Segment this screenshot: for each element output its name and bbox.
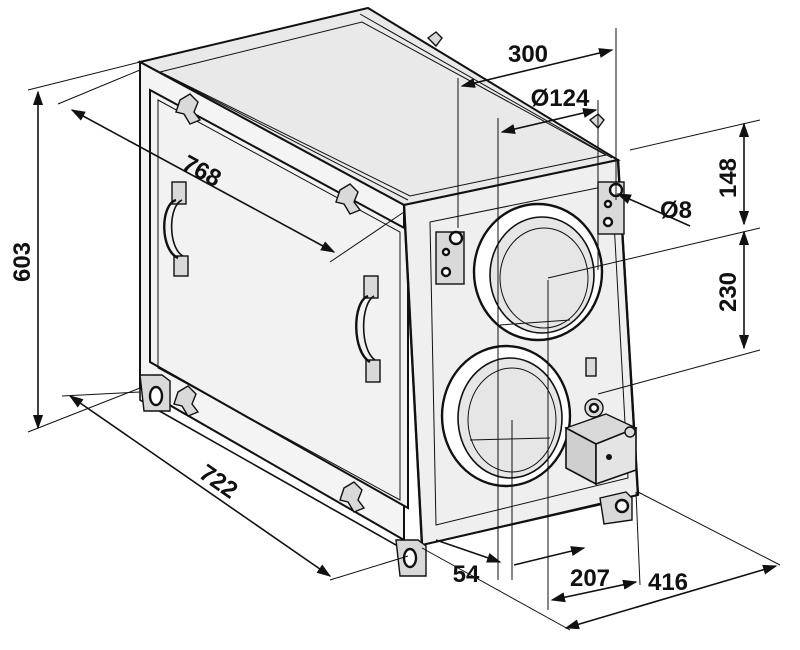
- mounting-foot-icon: [395, 539, 427, 577]
- dim-height-total: 603: [9, 242, 36, 282]
- dim-width-top: 300: [508, 41, 548, 68]
- front-face-inner: [429, 184, 629, 526]
- dimension-lines: [27, 28, 781, 631]
- mounting-foot-icon: [139, 374, 171, 412]
- mounting-foot-icon: [599, 491, 633, 525]
- base-front-edge: [421, 501, 613, 546]
- mounting-bracket-icon: [435, 230, 465, 285]
- upper-duct-icon: [472, 202, 604, 342]
- switch-icon: [585, 357, 597, 377]
- front-details: [435, 181, 638, 488]
- dim-top-duct-offset: 148: [715, 158, 742, 198]
- dim-bottom-offset: 54: [453, 561, 480, 588]
- front-edge: [402, 204, 424, 546]
- lower-duct-icon: [440, 344, 572, 488]
- cable-gland-icon: [584, 398, 604, 418]
- mounting-bracket-icon: [597, 181, 625, 235]
- dim-hole-diameter: Ø8: [660, 197, 692, 224]
- dim-duct-horizontal: 207: [570, 565, 610, 592]
- dim-width-total: 416: [648, 569, 688, 596]
- junction-box-icon: [564, 413, 638, 486]
- dim-duct-diameter: Ø124: [531, 85, 590, 112]
- dim-length-bottom: 722: [194, 459, 242, 504]
- wing-clamp-icon: [339, 481, 366, 513]
- wing-clamp-icon: [335, 183, 362, 215]
- dim-duct-spacing: 230: [715, 272, 742, 312]
- handle-icon: [355, 275, 381, 383]
